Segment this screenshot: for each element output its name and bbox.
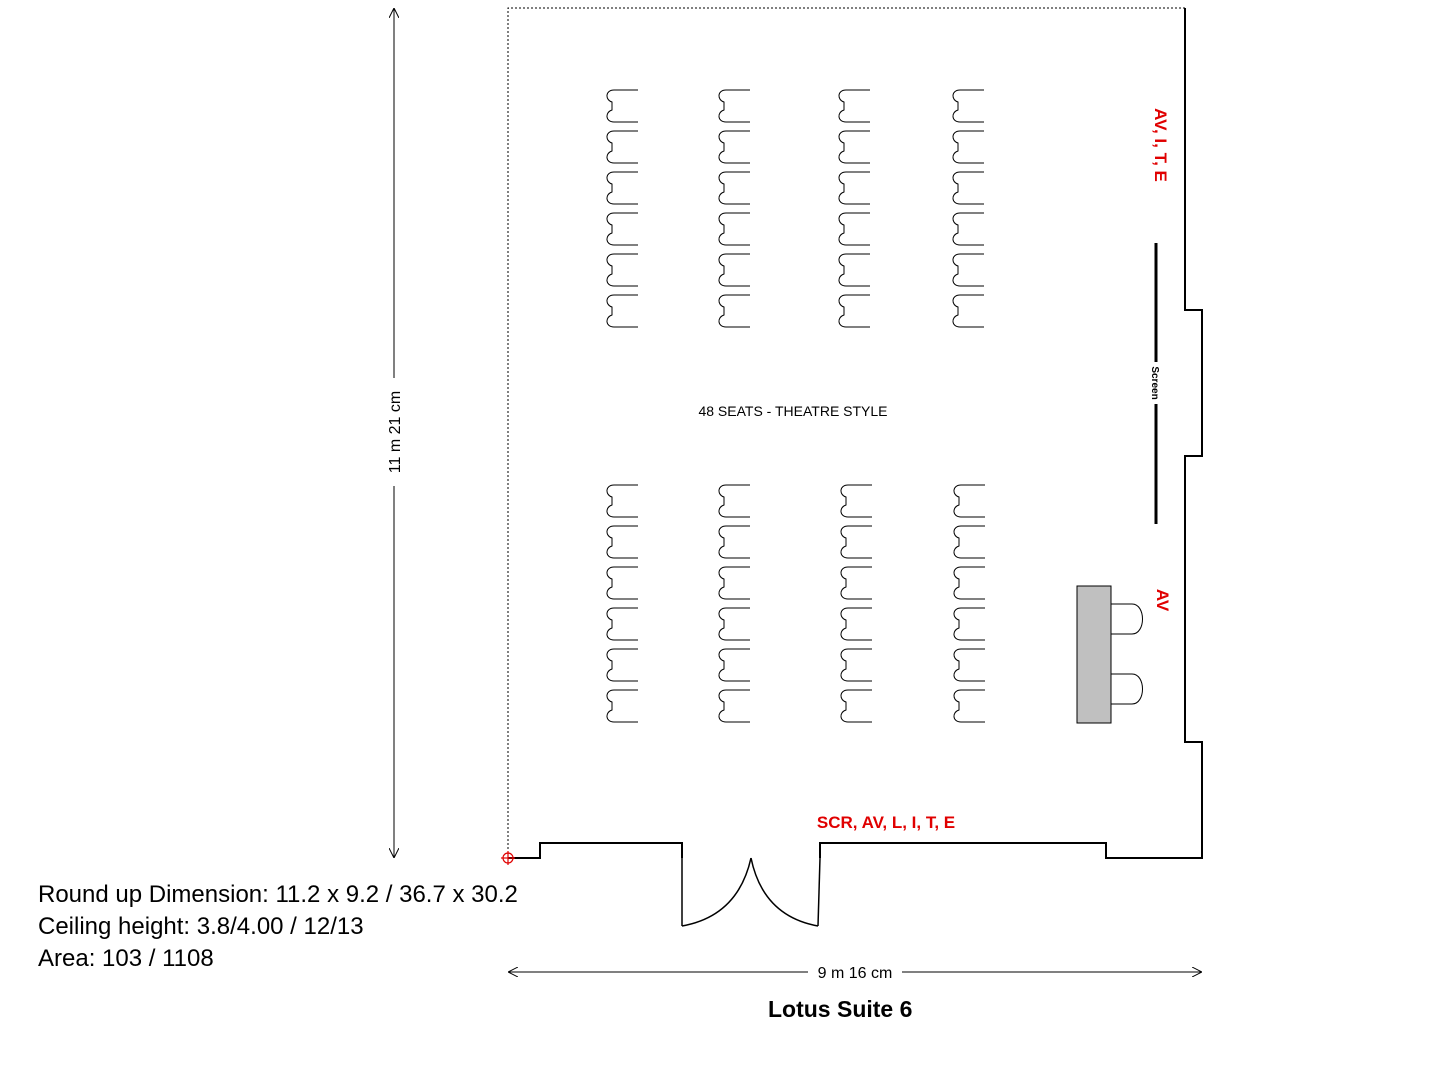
seat [952,171,984,205]
seat [606,689,638,723]
seat [606,607,638,641]
av-table-chairs [1111,603,1143,705]
round-up-dimension: Round up Dimension: 11.2 x 9.2 / 36.7 x … [38,881,518,908]
seat [953,648,985,682]
seat [606,294,638,328]
width-dimension: 9 m 16 cm [508,965,1202,982]
seat [718,484,750,518]
open-boundary [507,7,1185,858]
av-chair [1111,673,1143,705]
seat [718,607,750,641]
height-dimension-label: 11 m 21 cm [387,391,404,473]
seat [606,89,638,123]
seat [606,525,638,559]
facility-label-right-top: AV, I, T, E [1151,108,1170,182]
room-title: Lotus Suite 6 [768,996,913,1022]
seat [840,484,872,518]
ceiling-height: Ceiling height: 3.8/4.00 / 12/13 [38,913,364,940]
seat [718,689,750,723]
facility-label-bottom-wall: SCR, AV, L, I, T, E [817,813,955,832]
seat [952,294,984,328]
seat [840,525,872,559]
seat [838,89,870,123]
seat [838,130,870,164]
seat [840,689,872,723]
seat [606,566,638,600]
seat [952,212,984,246]
seat [840,566,872,600]
seat [718,525,750,559]
seat [718,212,750,246]
av-table [1076,585,1112,724]
seat [953,484,985,518]
seat [953,566,985,600]
right-wall [819,8,1203,859]
seat [952,89,984,123]
seat [718,566,750,600]
seat [838,253,870,287]
seat [718,89,750,123]
seat [840,648,872,682]
seat [606,171,638,205]
seat [952,130,984,164]
seat [718,253,750,287]
seat [606,253,638,287]
seating-note: 48 SEATS - THEATRE STYLE [698,403,887,419]
seat [718,648,750,682]
seat [840,607,872,641]
seat [952,253,984,287]
seat [606,484,638,518]
facility-label-av-table: AV [1153,589,1172,612]
seat [838,171,870,205]
seat [718,130,750,164]
room-area: Area: 103 / 1108 [38,945,214,972]
seat [953,525,985,559]
bottom-wall-left [508,842,683,859]
seat [606,212,638,246]
double-door [681,857,821,927]
seat [606,648,638,682]
seat [838,294,870,328]
seat [718,294,750,328]
av-chair [1111,603,1143,635]
seat [606,130,638,164]
screen-label: Screen [1149,366,1160,399]
origin-marker [501,851,515,865]
seat [838,212,870,246]
seating-area [606,89,985,723]
seat [953,689,985,723]
width-dimension-label: 9 m 16 cm [818,965,893,982]
seat [953,607,985,641]
height-dimension: 11 m 21 cm [387,8,404,858]
seat [718,171,750,205]
